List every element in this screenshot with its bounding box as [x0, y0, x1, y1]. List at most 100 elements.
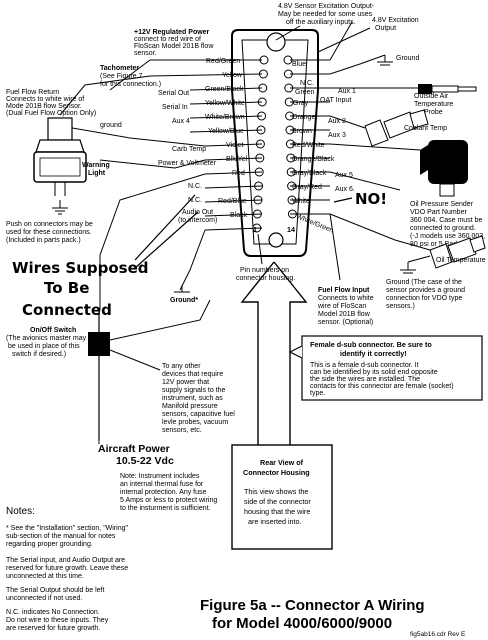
female-box-body-line1: This is a female d-sub connector. It — [310, 362, 419, 369]
fuel-return-line4: (Dual Fuel Flow Option Only) — [6, 110, 96, 117]
wire-label-violet: Violet — [226, 142, 243, 149]
wire-label-oat-input: OAT Input — [320, 97, 351, 104]
handwritten-line1: Wires Supposed — [12, 259, 149, 277]
wire-label-carb-temp: Carb Temp — [172, 146, 206, 153]
regulated-power-line2: connect to red wire of — [134, 36, 201, 43]
wire-label-red-white: Red/White — [292, 142, 325, 149]
pin-number-14: 14 — [287, 225, 295, 234]
wire-label-red: Red — [232, 170, 245, 177]
note1-line1: * See the "Installation" section, "Wirin… — [6, 525, 129, 532]
ground-symbol-center — [174, 285, 190, 293]
aircraft-power-line2: 10.5-22 Vdc — [116, 455, 174, 467]
ground-note-line1: Ground (The case of the — [386, 279, 462, 286]
figure-title-line2: for Model 4000/6000/9000 — [212, 615, 392, 632]
wire-label-orange: Orange — [292, 114, 315, 121]
excitation-note-line2: May be needed for some uses — [278, 11, 373, 18]
wire-label-yellow-white: Yellow/White — [205, 100, 245, 107]
wire-label-aux3: Aux 3 — [328, 132, 346, 139]
wire-label-aux5: Aux 5 — [335, 172, 353, 179]
wire-label-yellow-blue: Yellow/Blue — [208, 128, 244, 135]
female-box-body-line2: can be identified by its solid end oppos… — [310, 369, 438, 376]
oat-probe-line1: Outside Air — [414, 93, 449, 100]
oil-pressure-sender — [420, 140, 468, 197]
top-callouts: 4.8V Sensor Excitation Output- May be ne… — [6, 3, 419, 129]
warning-light-line1: Warning — [82, 162, 110, 169]
fuse-note-line1: Note: Instrument includes — [120, 473, 200, 480]
oil-temp-sensor — [429, 235, 486, 269]
figure-title-line1: Figure 5a -- Connector A Wiring — [200, 597, 425, 614]
wire-label-gray-red: Gray/Red — [292, 184, 322, 191]
other-devices-line9: sensors, etc. — [162, 427, 202, 434]
file-reference: fig5ab16.cdr Rev E — [410, 631, 466, 638]
push-connectors-line1: Push on connectors may be — [6, 221, 93, 228]
note3-line1: The Serial Output should be left — [6, 587, 105, 594]
oil-pressure-line3: 360 004. Case must be — [410, 217, 482, 224]
handwritten-line2: To Be — [44, 279, 89, 297]
fuel-flow-input-note: Fuel Flow Input Connects to white wire o… — [317, 287, 374, 326]
female-box-body-line5: type. — [310, 390, 325, 397]
tachometer-line3: for this connection.) — [100, 81, 161, 88]
female-box-body-line3: the side the wires are installed. The — [310, 376, 420, 383]
rear-view-box: Rear View of Connector Housing This view… — [231, 261, 333, 550]
ground-symbol-right — [400, 262, 416, 274]
oil-pressure-line6: 80 psi or 5 Bar) — [410, 241, 458, 248]
other-devices-line3: 12V power that — [162, 379, 209, 386]
fuel-return-line2: Connects to white wire of — [6, 96, 84, 103]
oat-probe-line3: Probe — [424, 109, 443, 116]
oil-pressure-line2: VDO Part Number — [410, 209, 467, 216]
pin-numbers-line1: Pin numbers on — [240, 267, 289, 274]
note1-line2: sub-section of the manual for notes — [6, 533, 116, 540]
switch-line3: be used in place of this — [8, 343, 80, 350]
wire-label-red-blue: Red/Blue — [218, 198, 247, 205]
note4-line3: are reserved for future growth. — [6, 625, 100, 632]
regulated-power-line1: +12V Regulated Power — [134, 29, 210, 36]
ground-star-label: Ground* — [170, 297, 198, 304]
wire-label-power-voltmeter: Power & Voltmeter — [158, 160, 217, 167]
push-connectors-line2: used for these connections. — [6, 229, 92, 236]
rear-view-body-line4: are inserted into. — [248, 517, 302, 526]
excitation-label-line1: 4.8V Excitation — [372, 17, 419, 24]
other-devices-line6: Manifold pressure — [162, 403, 218, 410]
other-devices-line2: devices that require — [162, 371, 223, 378]
warning-light-line2: Light — [88, 170, 106, 177]
oil-pressure-line4: connected to ground. — [410, 225, 476, 232]
fuse-note-line3: internal protection. Any fuse — [120, 489, 206, 496]
wire-label-orange-black: Orange/Black — [292, 156, 335, 163]
fuse-note-line4: 5 Amps or less to protect wiring — [120, 497, 217, 504]
note3-line2: unconnected if not used. — [6, 595, 82, 602]
pin-numbers-line2: connector housing. — [236, 275, 295, 282]
oat-probe-line2: Temperature — [414, 101, 453, 108]
mount-hole-bottom — [268, 232, 284, 248]
fuel-return-line3: Mode 201B flow Sensor. — [6, 103, 82, 110]
aircraft-power: Aircraft Power 10.5-22 Vdc Note: Instrum… — [98, 440, 217, 512]
fuel-input-line4: Model 201B flow — [318, 311, 371, 318]
rear-view-body-line1: This view shows the — [244, 487, 308, 496]
fuel-input-line5: sensor. (Optional) — [318, 319, 373, 326]
wire-label-brown: Brown — [292, 128, 312, 135]
right-wire-lines — [290, 21, 431, 281]
note2-line1: The Serial input, and Audio Output are — [6, 557, 125, 564]
fuel-input-line2: Connects to white — [318, 295, 374, 302]
oil-pressure-line1: Oil Pressure Sender — [410, 201, 474, 208]
wire-label-black: Black — [230, 212, 248, 219]
wire-label-nc: N.C. — [300, 80, 314, 87]
pin-number-1: 1 — [253, 225, 257, 234]
note4-line1: N.C. indicates No Connection. — [6, 609, 100, 616]
other-devices-line4: supply signals to the — [162, 387, 226, 394]
switch-line4: switch if desired.) — [12, 351, 66, 358]
mount-hole-top — [266, 32, 286, 52]
female-dsub-box: Female d-sub connector. Be sure to ident… — [288, 335, 483, 401]
oat-probe — [418, 84, 477, 94]
aircraft-power-line1: Aircraft Power — [98, 443, 170, 455]
regulated-power-line3: FloScan Model 201B flow — [134, 43, 214, 50]
oil-pressure-line5: (-J models use 360 003, — [410, 233, 485, 240]
wire-label-aux6: Aux 6. — [335, 186, 355, 193]
other-devices-line1: To any other — [162, 363, 201, 370]
notes-section: Notes: * See the "Installation" section,… — [6, 506, 129, 632]
wire-label-nc-2: N.C. — [188, 197, 202, 204]
ground-symbol-top-right — [377, 55, 393, 66]
tachometer-line1: Tachometer — [100, 65, 139, 72]
switch-line1: On/Off Switch — [30, 327, 76, 334]
wire-label-blk-yel: Blk/Yel — [226, 156, 248, 163]
handwritten-line3: Connected — [22, 301, 112, 319]
